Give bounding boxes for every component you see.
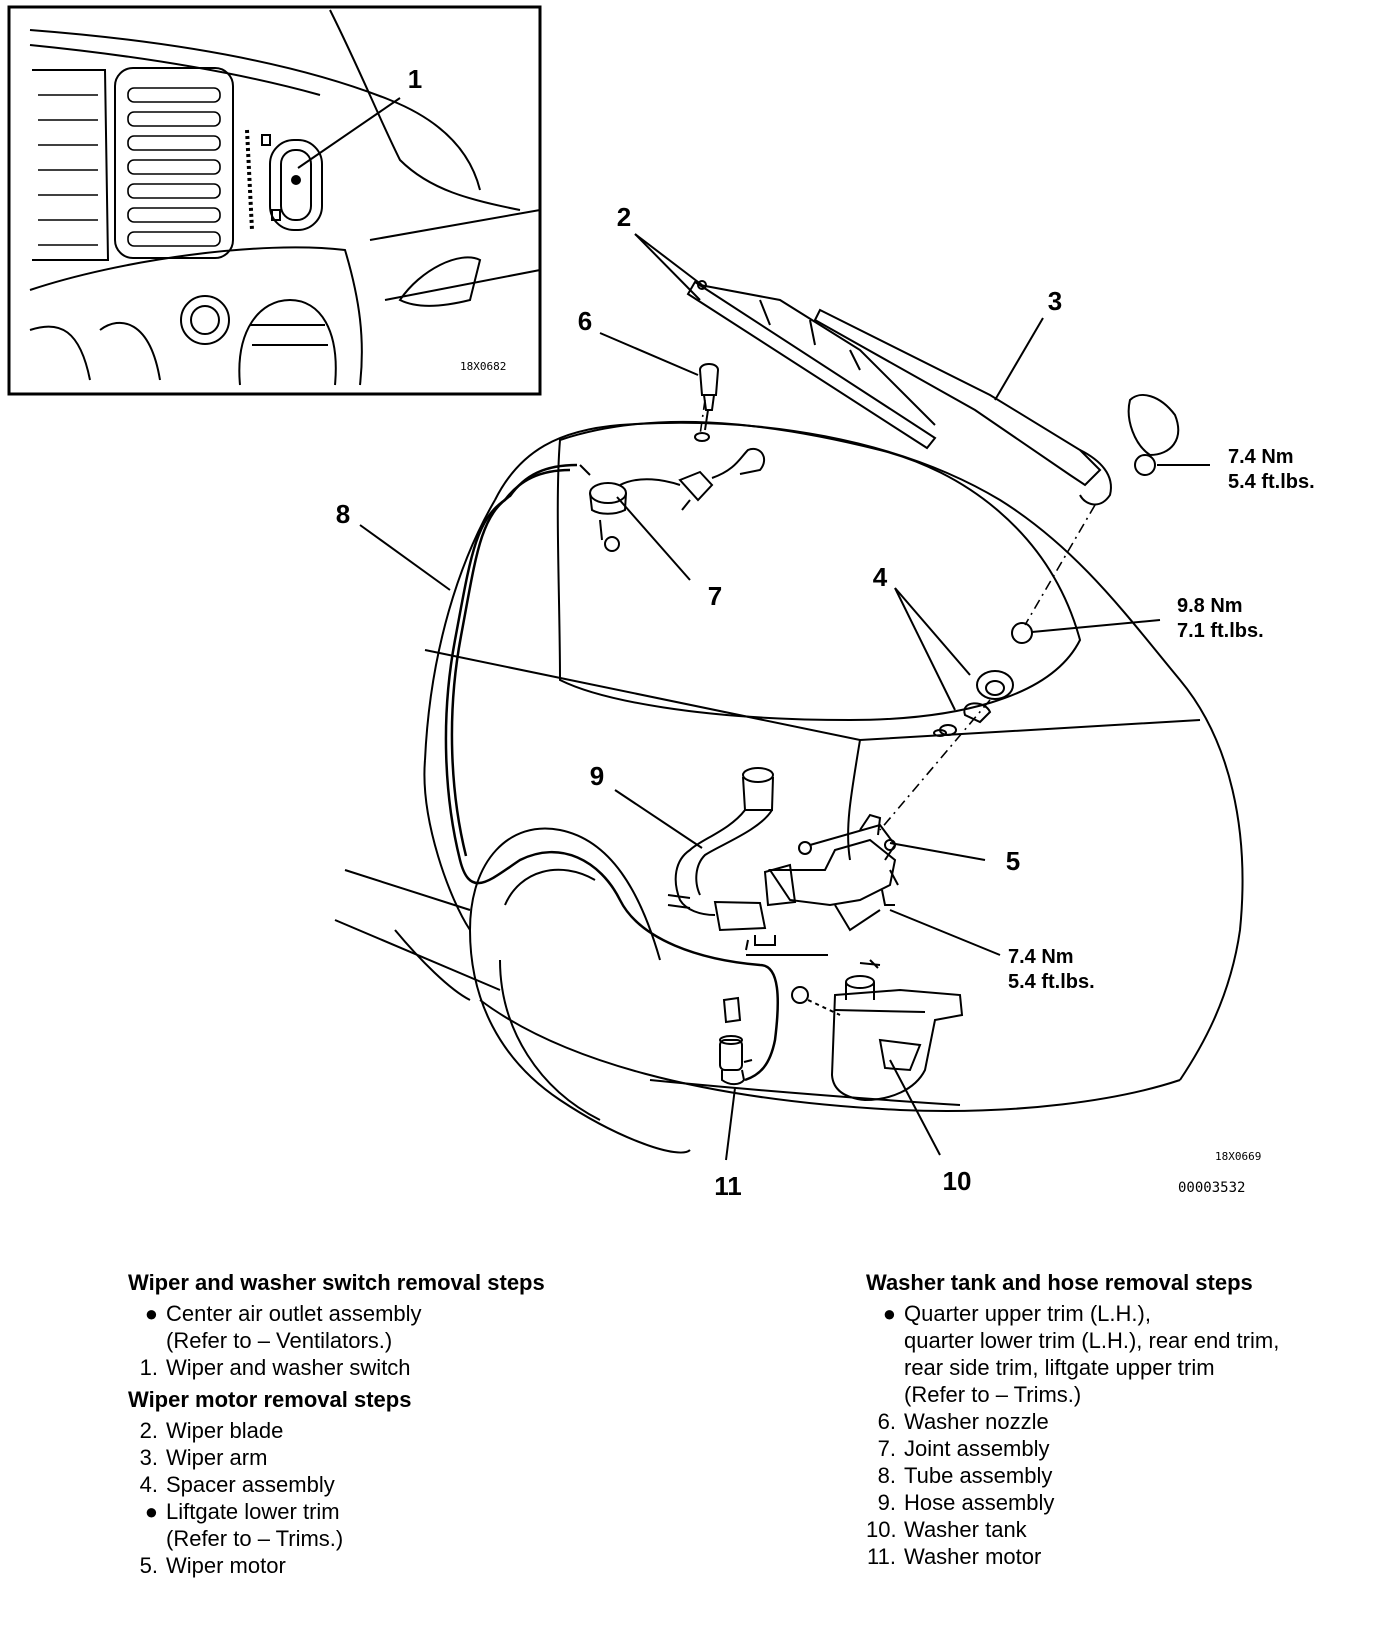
- list-item-text: Wiper and washer switch: [166, 1355, 411, 1380]
- document-code: 00003532: [1178, 1180, 1245, 1196]
- callout-5: 5: [1006, 846, 1020, 876]
- wiper-washer-diagram: 1 18X0682: [7, 5, 1315, 1200]
- torque-arm-nm: 7.4 Nm: [1228, 446, 1294, 468]
- list-item-text: Joint assembly: [904, 1436, 1050, 1461]
- callout-6: 6: [578, 306, 592, 336]
- list-marker: 3.: [139, 1445, 158, 1470]
- inset-dashboard-view: [7, 5, 542, 396]
- list-item-text: Wiper arm: [166, 1445, 268, 1470]
- washer-tank-part: [791, 959, 964, 1102]
- list-item: 4. Spacer assembly: [128, 1471, 648, 1498]
- callout-4: 4: [873, 562, 888, 592]
- list-marker: 9.: [877, 1490, 896, 1515]
- list-marker: ●: [144, 1499, 158, 1524]
- list-marker: 7.: [877, 1436, 896, 1461]
- wiper-motor-part: [763, 813, 899, 932]
- list-item: ● Quarter upper trim (L.H.), quarter low…: [866, 1300, 1371, 1408]
- tube-assembly-part: [444, 463, 779, 1082]
- list-item-text: Quarter upper trim (L.H.),: [904, 1301, 1151, 1326]
- list-item-text: Washer tank: [904, 1517, 1027, 1542]
- torque-arm-ftlbs: 5.4 ft.lbs.: [1228, 471, 1315, 493]
- callout-7: 7: [708, 581, 722, 611]
- callout-8: 8: [336, 499, 350, 529]
- list-item-note: (Refer to – Ventilators.): [166, 1328, 393, 1353]
- callout-2: 2: [617, 202, 631, 232]
- callout-3: 3: [1048, 286, 1062, 316]
- torque-pivot-ftlbs: 7.1 ft.lbs.: [1177, 620, 1264, 642]
- list-item-text: Wiper motor: [166, 1553, 286, 1578]
- list-item: 6. Washer nozzle: [866, 1408, 1371, 1435]
- callout-11: 11: [714, 1171, 742, 1200]
- list-marker: 4.: [139, 1472, 158, 1497]
- assembly-centerlines: [699, 399, 1096, 956]
- wiper-arm-part: [813, 308, 1180, 506]
- list-item: 11. Washer motor: [866, 1543, 1371, 1570]
- list-item-text-line2: quarter lower trim (L.H.), rear end trim…: [904, 1328, 1280, 1353]
- list-item-note: (Refer to – Trims.): [904, 1382, 1082, 1407]
- list-item-text: Hose assembly: [904, 1490, 1055, 1515]
- list-marker: 10.: [866, 1517, 897, 1542]
- washer-removal-list: ● Quarter upper trim (L.H.), quarter low…: [866, 1300, 1371, 1570]
- switch-removal-heading: Wiper and washer switch removal steps: [128, 1270, 545, 1295]
- list-item: 3. Wiper arm: [128, 1444, 648, 1471]
- switch-removal-list: ● Center air outlet assembly (Refer to –…: [128, 1300, 648, 1381]
- torque-pivot-nm: 9.8 Nm: [1177, 595, 1243, 617]
- list-marker: ●: [882, 1301, 896, 1326]
- list-item: 1. Wiper and washer switch: [128, 1354, 648, 1381]
- washer-motor-part: [719, 996, 753, 1086]
- list-marker: 5.: [139, 1553, 158, 1578]
- right-steps-column: Washer tank and hose removal steps ● Qua…: [866, 1270, 1371, 1570]
- list-item: 8. Tube assembly: [866, 1462, 1371, 1489]
- hose-assembly-part: [667, 767, 828, 956]
- list-item: 9. Hose assembly: [866, 1489, 1371, 1516]
- list-item-text-line3: rear side trim, liftgate upper trim: [904, 1355, 1215, 1380]
- list-item-text: Center air outlet assembly: [166, 1301, 422, 1326]
- figure-code-main: 18X0669: [1215, 1150, 1261, 1163]
- list-item-text: Washer motor: [904, 1544, 1042, 1569]
- list-item: ● Center air outlet assembly (Refer to –…: [128, 1300, 648, 1354]
- list-item-text: Washer nozzle: [904, 1409, 1049, 1434]
- list-item-text: Liftgate lower trim: [166, 1499, 340, 1524]
- list-item-text: Spacer assembly: [166, 1472, 335, 1497]
- spacer-assembly-part: [939, 622, 1033, 736]
- list-item-note: (Refer to – Trims.): [166, 1526, 344, 1551]
- list-item: 7. Joint assembly: [866, 1435, 1371, 1462]
- washer-removal-heading: Washer tank and hose removal steps: [866, 1270, 1253, 1295]
- list-marker: 2.: [139, 1418, 158, 1443]
- torque-motor-nm: 7.4 Nm: [1008, 946, 1074, 968]
- callout-10: 10: [943, 1166, 972, 1196]
- callout-leader-lines: [359, 233, 1210, 1161]
- torque-motor-ftlbs: 5.4 ft.lbs.: [1008, 971, 1095, 993]
- inset-callout-1: 1: [408, 64, 422, 94]
- list-item-text: Tube assembly: [904, 1463, 1053, 1488]
- list-item: 10. Washer tank: [866, 1516, 1371, 1543]
- list-item-text: Wiper blade: [166, 1418, 284, 1443]
- motor-removal-heading: Wiper motor removal steps: [128, 1387, 412, 1412]
- vehicle-rear-body: [334, 420, 1244, 1154]
- list-item: 2. Wiper blade: [128, 1417, 648, 1444]
- callout-9: 9: [590, 761, 604, 791]
- inset-figure-code: 18X0682: [460, 360, 506, 373]
- washer-nozzle-part: [694, 363, 720, 442]
- list-item: ● Liftgate lower trim (Refer to – Trims.…: [128, 1498, 648, 1552]
- list-item: 5. Wiper motor: [128, 1552, 648, 1579]
- list-marker: 1.: [139, 1355, 158, 1380]
- motor-removal-list: 2. Wiper blade 3. Wiper arm 4. Spacer as…: [128, 1417, 648, 1579]
- left-steps-column: Wiper and washer switch removal steps ● …: [128, 1270, 648, 1579]
- list-marker: ●: [144, 1301, 158, 1326]
- list-marker: 6.: [877, 1409, 896, 1434]
- joint-assembly-part: [579, 447, 766, 552]
- list-marker: 8.: [877, 1463, 896, 1488]
- list-marker: 11.: [867, 1544, 896, 1569]
